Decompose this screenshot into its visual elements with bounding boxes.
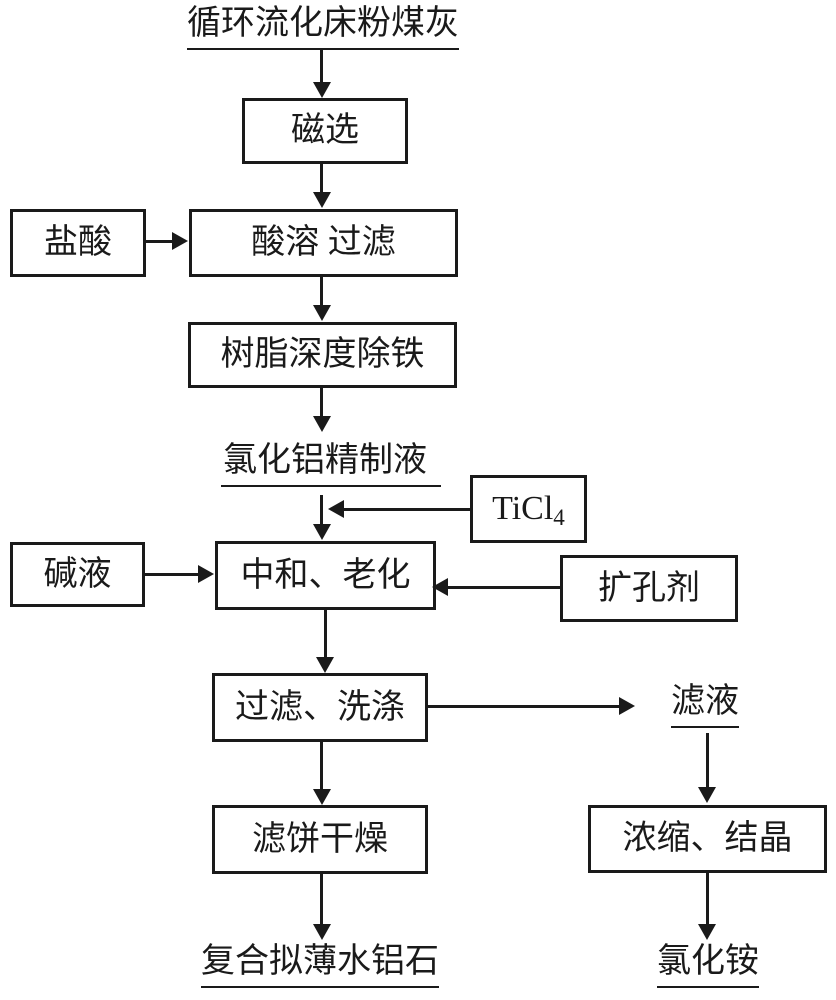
node-product-ammonium-chloride: 氯化铵 (655, 942, 761, 988)
filtrate-label: 滤液 (671, 682, 739, 728)
arrow-line-alkali-to-neutralize (145, 573, 198, 576)
node-pore-expander: 扩孔剂 (560, 555, 738, 622)
arrowhead-concentrate-to-nh4cl (698, 924, 716, 940)
arrow-line-drying-to-product (320, 874, 323, 925)
product-pseudoboehmite-label: 复合拟薄水铝石 (201, 942, 439, 988)
node-hydrochloric-acid: 盐酸 (10, 209, 146, 277)
arrowhead-magsep-to-acid (313, 192, 331, 208)
arrow-line-filterwash-to-drying (320, 742, 323, 790)
arrowhead-neutralize-to-filterwash (316, 657, 334, 673)
resin-deep-iron-removal-label: 树脂深度除铁 (220, 336, 425, 373)
arrowhead-acid-to-resin (313, 305, 331, 321)
neutralize-age-label: 中和、老化 (240, 556, 411, 594)
node-filter-wash: 过滤、洗涤 (212, 673, 428, 742)
arrow-line-magsep-to-acid (320, 164, 323, 193)
refined-aluminum-chloride-label: 氯化铝精制液 (221, 441, 441, 487)
filter-wash-label: 过滤、洗涤 (235, 688, 405, 726)
arrow-line-neutralize-to-filterwash (324, 610, 327, 657)
node-neutralize-age: 中和、老化 (215, 541, 436, 610)
node-source-fly-ash: 循环流化床粉煤灰 (185, 4, 461, 50)
node-filtrate: 滤液 (665, 682, 745, 728)
node-acid-dissolve-filter: 酸溶 过滤 (189, 209, 458, 277)
arrow-line-filterwash-to-filtrate (428, 705, 619, 708)
arrowhead-expander-to-neutralize (432, 578, 448, 596)
alkali-solution-label: 碱液 (43, 555, 112, 593)
node-product-pseudoboehmite: 复合拟薄水铝石 (198, 942, 442, 988)
arrowhead-hcl-to-acid (172, 232, 188, 250)
acid-dissolve-filter-label: 酸溶 过滤 (251, 224, 396, 261)
pore-expander-label: 扩孔剂 (598, 569, 700, 607)
node-concentrate-crystallize: 浓缩、结晶 (588, 805, 827, 873)
hydrochloric-acid-label: 盐酸 (44, 224, 112, 261)
arrowhead-source-to-magsep (313, 82, 331, 98)
node-resin-deep-iron-removal: 树脂深度除铁 (188, 322, 457, 388)
node-refined-aluminum-chloride: 氯化铝精制液 (220, 441, 442, 487)
magnetic-separation-label: 磁选 (291, 112, 359, 149)
arrowhead-alkali-to-neutralize (198, 565, 214, 583)
node-magnetic-separation: 磁选 (242, 98, 408, 164)
node-ticl4: TiCl4 (470, 475, 587, 543)
ticl4-label: TiCl4 (492, 490, 565, 531)
product-ammonium-chloride-label: 氯化铵 (657, 942, 759, 988)
arrow-line-concentrate-to-nh4cl (706, 873, 709, 925)
arrowhead-filterwash-to-filtrate (619, 697, 635, 715)
arrow-line-resin-to-refined (320, 388, 323, 417)
arrow-line-expander-to-neutralize (448, 586, 560, 589)
arrowhead-filterwash-to-drying (313, 789, 331, 805)
arrowhead-drying-to-product (313, 924, 331, 940)
arrow-line-ticl4-to-flow (344, 508, 470, 511)
concentrate-crystallize-label: 浓缩、结晶 (622, 820, 793, 857)
cake-drying-label: 滤饼干燥 (252, 820, 388, 858)
arrow-line-refined-to-neutralize (320, 495, 323, 525)
arrowhead-ticl4-to-flow (328, 500, 344, 518)
source-label: 循环流化床粉煤灰 (187, 4, 459, 50)
arrowhead-resin-to-refined (313, 416, 331, 432)
arrowhead-refined-to-neutralize (313, 524, 331, 540)
arrow-line-source-to-magsep (320, 50, 323, 84)
arrowhead-filtrate-to-concentrate (698, 787, 716, 803)
node-cake-drying: 滤饼干燥 (212, 805, 428, 874)
arrow-line-hcl-to-acid (146, 240, 173, 243)
arrow-line-filtrate-to-concentrate (706, 733, 709, 788)
arrow-line-acid-to-resin (320, 277, 323, 306)
node-alkali-solution: 碱液 (10, 542, 145, 607)
